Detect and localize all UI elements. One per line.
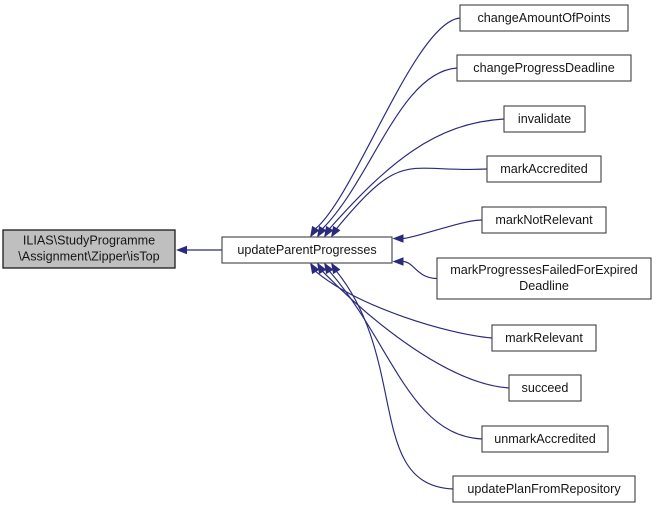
node-mark-not-relevant[interactable]: markNotRelevant — [481, 206, 607, 234]
node-box-update-plan-from-repository[interactable] — [452, 475, 636, 503]
arrow-head-invalidate — [324, 225, 334, 238]
node-box-mark-progresses-failed-for-expired-deadline[interactable] — [436, 257, 652, 300]
node-change-amount-of-points[interactable]: changeAmountOfPoints — [459, 4, 629, 32]
node-mark-relevant[interactable]: markRelevant — [491, 324, 597, 352]
arrow-head-mark-progresses-failed-for-expired-deadline — [392, 257, 404, 266]
arrow-head-mark-relevant — [310, 262, 320, 275]
node-update-parent-progresses[interactable]: updateParentProgresses — [221, 236, 393, 264]
node-box-update-parent-progresses[interactable] — [221, 236, 393, 264]
node-mark-accredited[interactable]: markAccredited — [486, 155, 602, 183]
node-box-unmark-accredited[interactable] — [481, 425, 609, 453]
edge-mark-progresses-failed-for-expired-deadline-to-update-parent-progresses — [402, 260, 438, 280]
node-change-progress-deadline[interactable]: changeProgressDeadline — [456, 54, 632, 82]
node-box-mark-not-relevant[interactable] — [481, 206, 607, 234]
arrow-head-change-progress-deadline — [317, 225, 327, 238]
edge-change-amount-of-points-to-update-parent-progresses — [315, 17, 461, 230]
node-box-is-top[interactable] — [2, 229, 176, 269]
edge-mark-accredited-to-update-parent-progresses — [335, 167, 488, 230]
node-box-change-amount-of-points[interactable] — [459, 4, 629, 32]
arrow-head-is-top — [176, 245, 187, 255]
arrow-head-unmark-accredited — [324, 262, 334, 275]
node-unmark-accredited[interactable]: unmarkAccredited — [481, 425, 609, 453]
edges-layer — [176, 17, 510, 490]
edge-invalidate-to-update-parent-progresses — [328, 118, 505, 230]
node-update-plan-from-repository[interactable]: updatePlanFromRepository — [452, 475, 636, 503]
node-box-succeed[interactable] — [508, 374, 582, 402]
edge-change-progress-deadline-to-update-parent-progresses — [321, 67, 458, 230]
edge-mark-relevant-to-update-parent-progresses — [315, 270, 493, 339]
arrow-head-mark-accredited — [331, 225, 341, 238]
edge-unmark-accredited-to-update-parent-progresses — [328, 270, 483, 440]
node-box-mark-relevant[interactable] — [491, 324, 597, 352]
edge-succeed-to-update-parent-progresses — [321, 270, 510, 389]
node-box-mark-accredited[interactable] — [486, 155, 602, 183]
node-is-top[interactable]: ILIAS\StudyProgramme\Assignment\Zipper\i… — [2, 229, 176, 269]
node-box-invalidate[interactable] — [503, 105, 586, 133]
arrow-head-change-amount-of-points — [310, 225, 320, 238]
arrow-head-mark-not-relevant — [392, 234, 404, 243]
arrow-head-succeed — [317, 262, 327, 275]
node-succeed[interactable]: succeed — [508, 374, 582, 402]
node-box-change-progress-deadline[interactable] — [456, 54, 632, 82]
node-invalidate[interactable]: invalidate — [503, 105, 586, 133]
arrow-head-update-plan-from-repository — [331, 262, 341, 275]
edge-update-plan-from-repository-to-update-parent-progresses — [335, 270, 454, 490]
edge-mark-not-relevant-to-update-parent-progresses — [402, 219, 483, 240]
nodes-layer: ILIAS\StudyProgramme\Assignment\Zipper\i… — [2, 4, 652, 503]
